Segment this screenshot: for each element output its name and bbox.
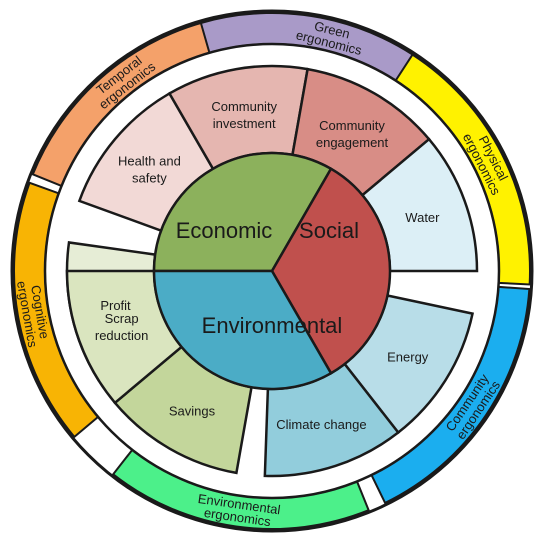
middle-label-community-engagement: Community engagement	[316, 118, 389, 150]
middle-label-climate-change: Climate change	[276, 417, 366, 432]
middle-label-community-investment-line: Community	[211, 99, 277, 114]
core-label-social: Social	[299, 218, 359, 243]
middle-label-profit: Profit	[100, 298, 131, 313]
middle-label-scrap-reduction: Scrap reduction	[95, 311, 148, 343]
middle-label-health-and-safety: Health and safety	[118, 154, 181, 186]
core-segment-economic	[152, 151, 333, 273]
wheel-outer-border	[10, 9, 534, 533]
middle-label-scrap-reduction-line: Scrap	[105, 311, 139, 326]
middle-label-profit-line: Profit	[100, 298, 131, 313]
middle-label-health-and-safety-line: Health and	[118, 154, 181, 169]
middle-label-community-engagement-line: engagement	[316, 135, 389, 150]
middle-label-energy: Energy	[387, 350, 429, 365]
core-label-economic: Economic	[176, 218, 273, 243]
middle-label-scrap-reduction-line: reduction	[95, 328, 148, 343]
middle-label-climate-change-line: Climate change	[276, 417, 366, 432]
core-segment-environmental	[152, 269, 333, 391]
middle-label-savings-line: Savings	[169, 404, 216, 419]
middle-label-energy-line: Energy	[387, 350, 429, 365]
middle-label-community-investment: Community investment	[211, 99, 277, 131]
middle-label-health-and-safety-line: safety	[132, 171, 167, 186]
middle-label-savings: Savings	[169, 404, 216, 419]
middle-label-water-line: Water	[405, 210, 440, 225]
middle-label-water: Water	[405, 210, 440, 225]
core-pillars	[152, 151, 392, 391]
core-label-environmental: Environmental	[202, 313, 343, 338]
middle-label-community-investment-line: investment	[213, 116, 276, 131]
middle-label-community-engagement-line: Community	[319, 118, 385, 133]
